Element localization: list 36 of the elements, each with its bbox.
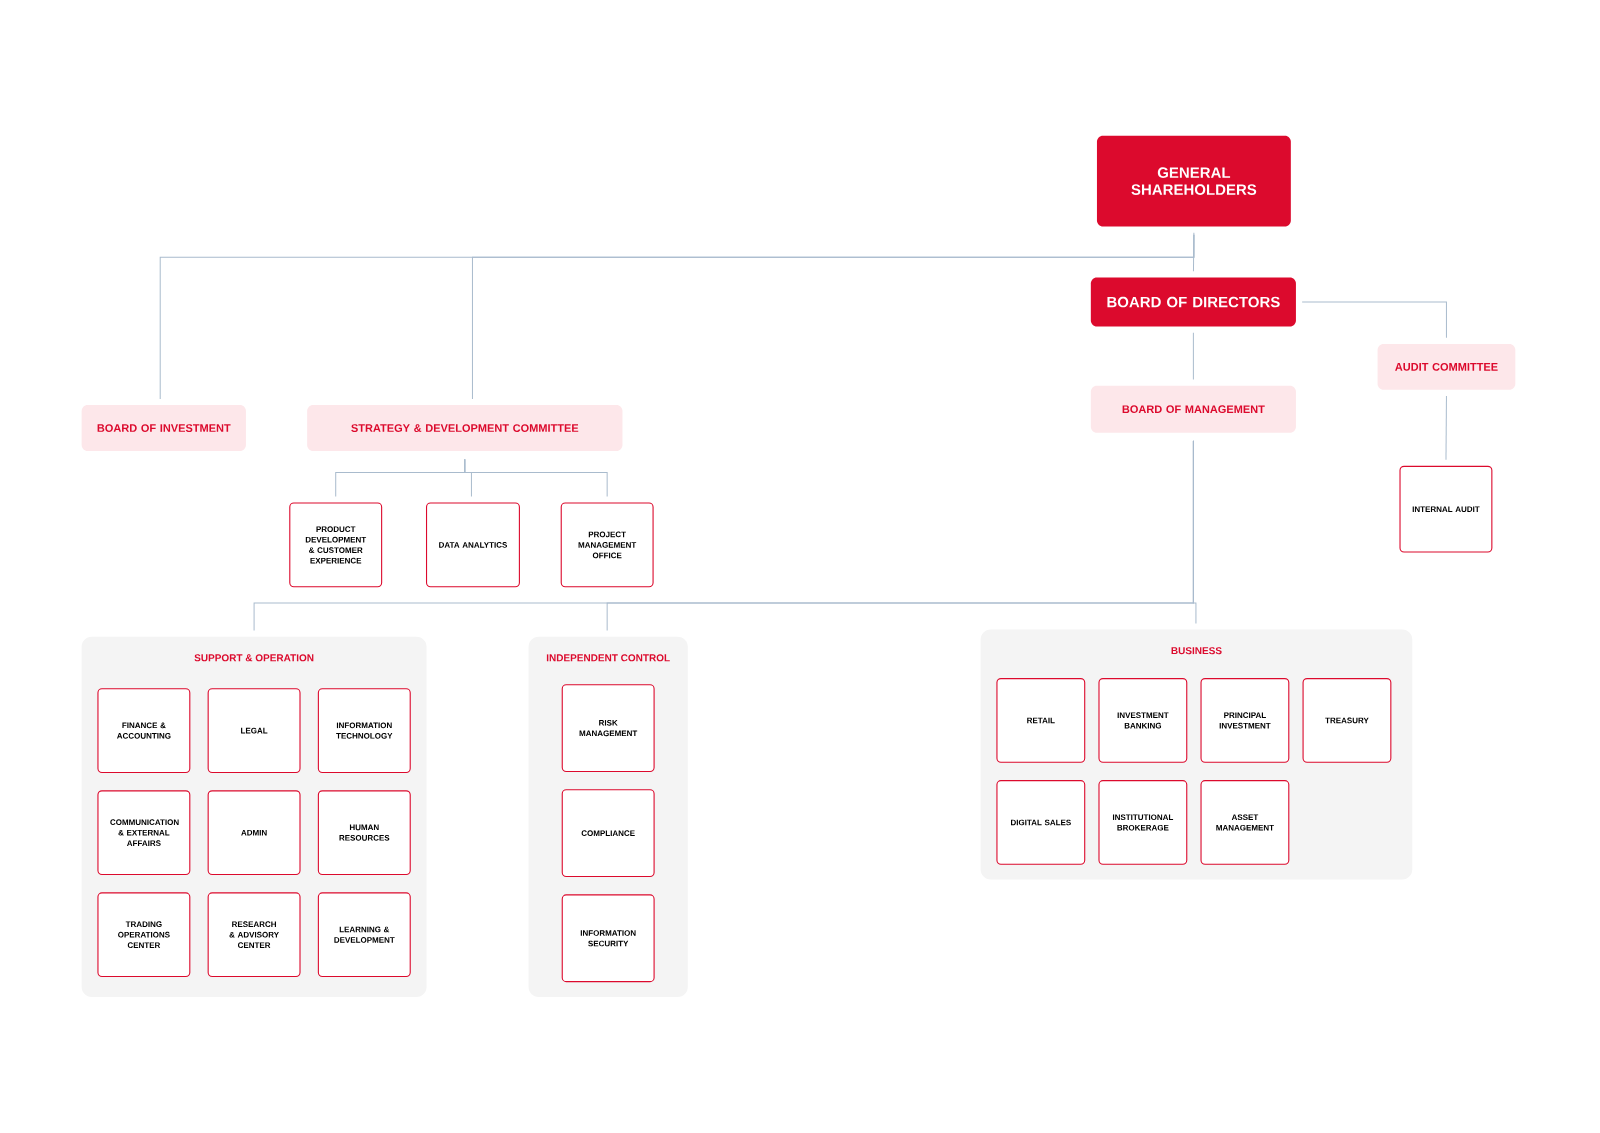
department-box: RESEARCH & ADVISORY CENTER: [207, 892, 301, 978]
department-box: COMMUNICATION & EXTERNAL AFFAIRS: [97, 790, 191, 876]
connector-line: [471, 234, 1195, 400]
department-box: INTERNAL AUDIT: [1399, 465, 1493, 553]
department-box: DATA ANALYTICS: [426, 502, 520, 588]
department-box: COMPLIANCE: [561, 789, 655, 878]
department-box: INFORMATION SECURITY: [561, 894, 655, 983]
committee-box: AUDIT COMMITTEE: [1377, 343, 1516, 390]
committee-box: BOARD OF INVESTMENT: [81, 405, 246, 452]
connector-line: [1301, 301, 1447, 339]
department-box: ASSET MANAGEMENT: [1200, 780, 1290, 865]
department-box: TREASURY: [1302, 678, 1392, 763]
department-box: ADMIN: [207, 790, 301, 876]
department-box: DIGITAL SALES: [996, 780, 1086, 865]
department-box: RISK MANAGEMENT: [561, 684, 655, 772]
department-box: FINANCE & ACCOUNTING: [97, 688, 191, 773]
department-box: LEGAL: [207, 688, 301, 773]
connector-line: [1192, 440, 1197, 624]
department-box: TRADING OPERATIONS CENTER: [97, 892, 191, 978]
connector-line: [464, 458, 608, 497]
department-box: PRODUCT DEVELOPMENT & CUSTOMER EXPERIENCE: [289, 502, 383, 588]
department-box: PRINCIPAL INVESTMENT: [1200, 678, 1290, 763]
department-box: HUMAN RESOURCES: [317, 790, 411, 876]
department-box: RETAIL: [996, 678, 1086, 763]
connector-line: [1192, 232, 1195, 272]
connector-line: [1192, 332, 1194, 380]
process-box: BOARD OF DIRECTORS: [1090, 277, 1296, 327]
department-box: INSTITUTIONAL BROKERAGE: [1098, 780, 1188, 865]
committee-box: STRATEGY & DEVELOPMENT COMMITTEE: [307, 405, 623, 452]
department-box: PROJECT MANAGEMENT OFFICE: [560, 502, 654, 588]
process-box: GENERAL SHAREHOLDERS: [1096, 135, 1291, 227]
committee-box: BOARD OF MANAGEMENT: [1090, 385, 1296, 433]
department-box: LEARNING & DEVELOPMENT: [317, 892, 411, 978]
connector-line: [1445, 395, 1447, 461]
department-box: INFORMATION TECHNOLOGY: [317, 688, 411, 773]
department-box: INVESTMENT BANKING: [1098, 678, 1188, 763]
